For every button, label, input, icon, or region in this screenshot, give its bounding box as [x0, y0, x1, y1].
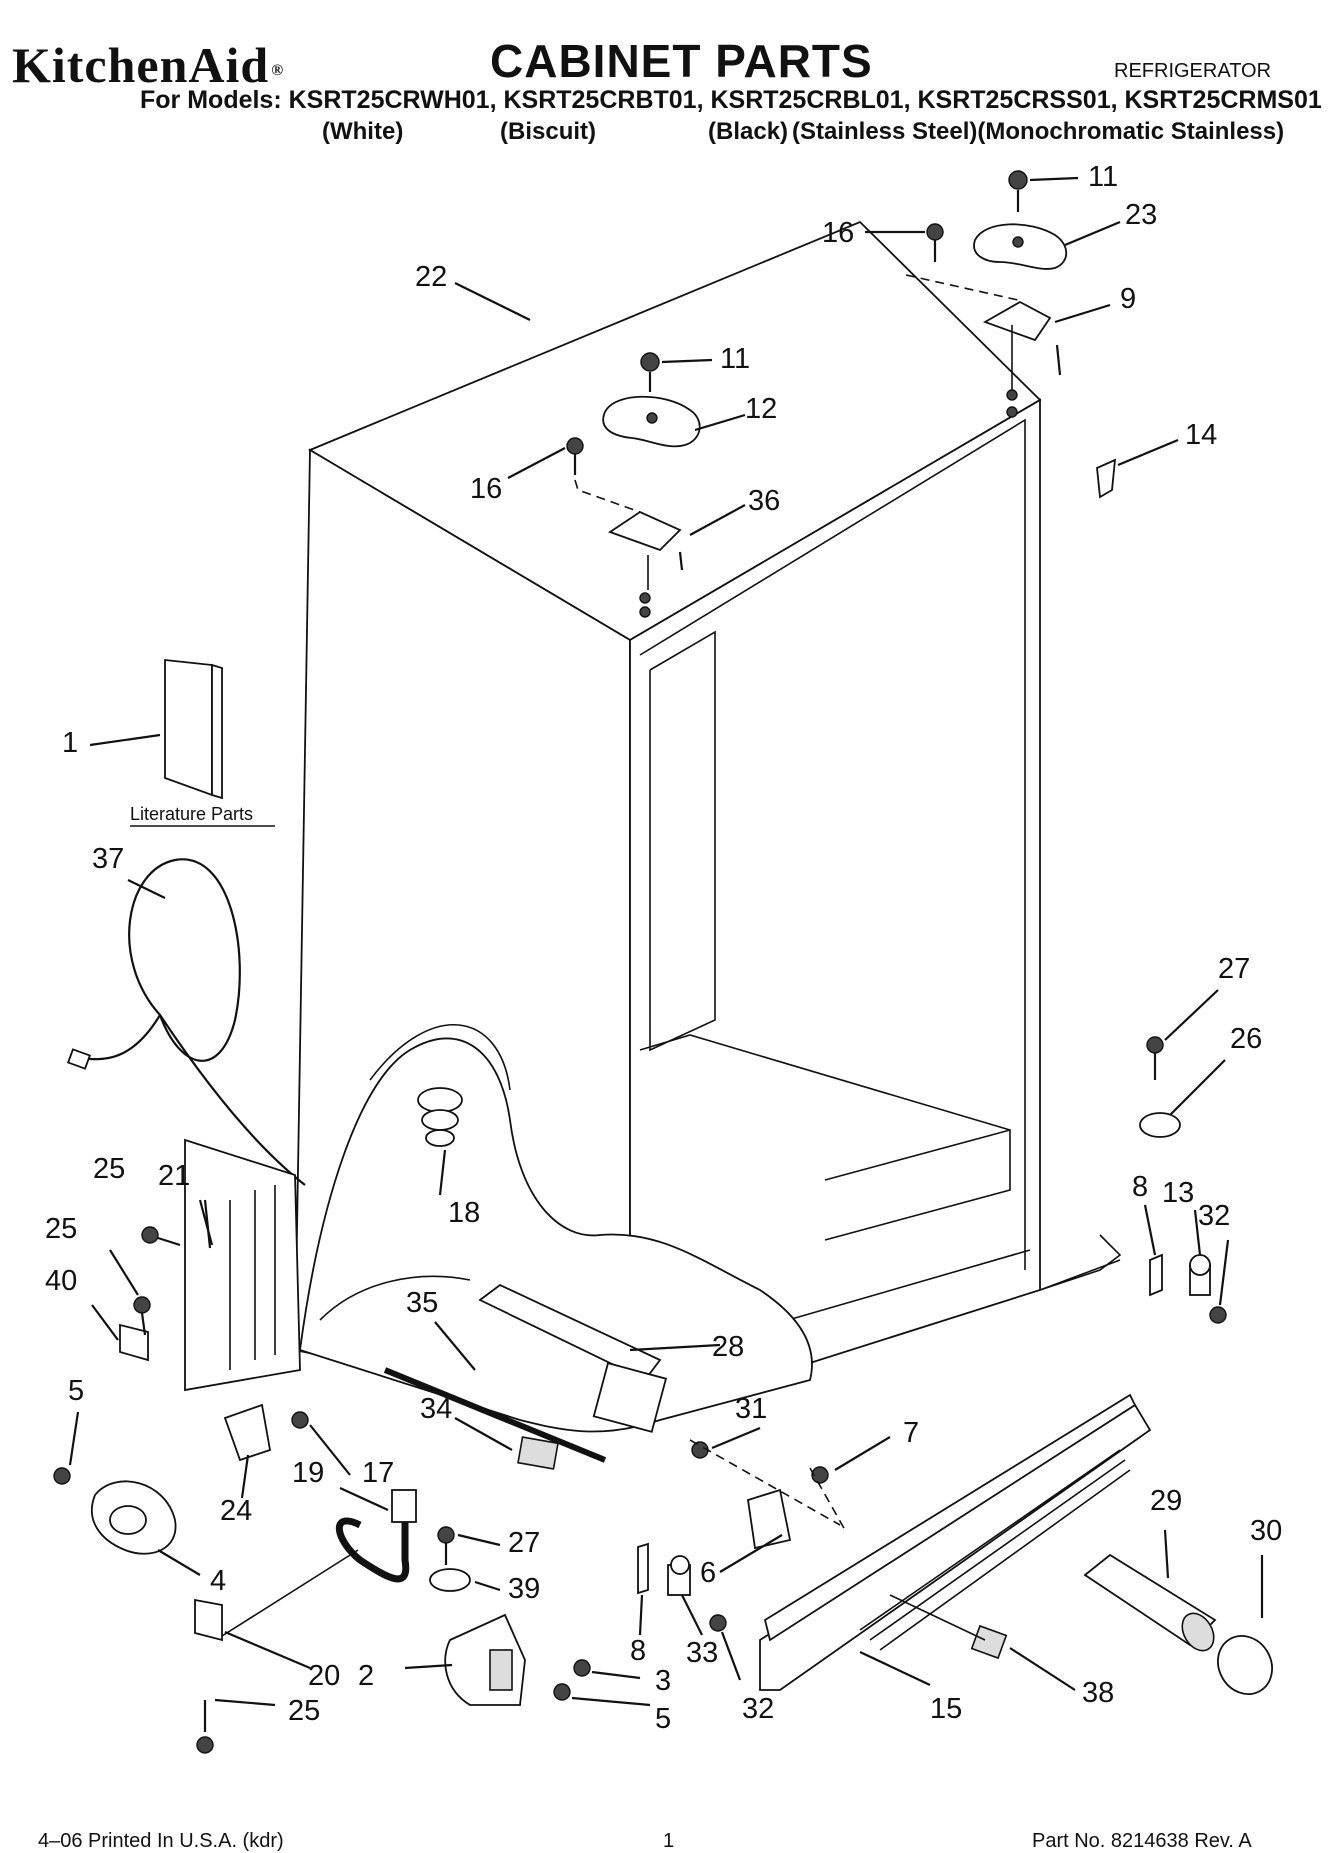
brand-logo: KitchenAid® [12, 36, 284, 94]
callout-16: 16 [822, 217, 854, 249]
callout-24: 24 [220, 1495, 252, 1527]
callout-22: 22 [415, 261, 447, 293]
callout-28: 28 [712, 1331, 744, 1363]
screw-part-32 [709, 1614, 727, 1632]
appliance-type: REFRIGERATOR [1114, 60, 1272, 82]
print-info: 4–06 Printed In U.S.A. (kdr) [38, 1830, 284, 1852]
brand-registered-mark: ® [271, 61, 285, 79]
callout-11: 11 [1088, 161, 1118, 193]
literature-caption: Literature Parts [130, 804, 253, 824]
callout-32: 32 [1198, 1200, 1230, 1232]
callout-15: 15 [930, 1693, 962, 1725]
callout-35: 35 [406, 1287, 438, 1319]
assembly-line-7 [809, 1467, 846, 1531]
valve-tube-19 [335, 1489, 417, 1583]
callout-29: 29 [1150, 1485, 1182, 1517]
callout-37: 37 [92, 843, 124, 875]
callout-labels: 11 23 16 9 22 11 12 14 16 36 1 37 27 26 … [45, 161, 1282, 1735]
assembly-line-31 [689, 1439, 841, 1526]
filter-cap-30 [1217, 1635, 1273, 1695]
block-part-34 [517, 1436, 559, 1470]
water-filter-29 [1083, 1553, 1217, 1652]
callout-32: 32 [742, 1693, 774, 1725]
part-number: Part No. 8214638 Rev. A [1032, 1830, 1252, 1852]
color-biscuit: (Biscuit) [500, 118, 596, 145]
callout-21: 21 [158, 1160, 190, 1192]
bracket-right [1149, 1253, 1227, 1324]
callout-40: 40 [45, 1265, 77, 1297]
callout-27: 27 [508, 1527, 540, 1559]
callout-39: 39 [508, 1573, 540, 1605]
callout-34: 34 [420, 1393, 452, 1425]
literature-parts [164, 658, 223, 800]
callout-8: 8 [630, 1635, 646, 1667]
bracket-part-33 [667, 1555, 691, 1596]
callout-8: 8 [1132, 1171, 1148, 1203]
models-line: For Models: KSRT25CRWH01, KSRT25CRBT01, … [140, 86, 1322, 114]
clamp-part-40 [119, 1323, 149, 1362]
callout-11: 11 [720, 343, 750, 375]
callout-13: 13 [1162, 1177, 1194, 1209]
callout-25: 25 [93, 1153, 125, 1185]
clamp-part-20 [194, 1598, 223, 1642]
page-number: 1 [663, 1830, 675, 1852]
lower-hinge-center [444, 1613, 591, 1706]
callout-5: 5 [655, 1703, 671, 1735]
rod-part-35 [383, 1367, 607, 1463]
callout-25: 25 [288, 1695, 320, 1727]
callout-30: 30 [1250, 1515, 1282, 1547]
leveler-lower [429, 1526, 471, 1592]
color-stainless: (Stainless Steel)(Monochromatic Stainles… [792, 118, 1285, 145]
callout-25: 25 [45, 1213, 77, 1245]
callout-31: 31 [735, 1393, 767, 1425]
callout-6: 6 [700, 1557, 716, 1589]
base-grille-15 [759, 1393, 1152, 1691]
brand-name: KitchenAid [12, 37, 270, 93]
callout-19: 19 [292, 1457, 324, 1489]
callout-23: 23 [1125, 199, 1157, 231]
water-tube [66, 858, 306, 1186]
plug-part-18 [417, 1087, 463, 1147]
callout-18: 18 [448, 1197, 480, 1229]
color-black: (Black) [708, 118, 789, 145]
plug-part-38 [970, 1624, 1008, 1660]
lower-hinge-left [53, 1467, 177, 1555]
callout-3: 3 [655, 1665, 671, 1697]
filter-line-38 [889, 1594, 986, 1641]
callout-16: 16 [470, 473, 502, 505]
screw-part-7 [811, 1466, 829, 1484]
hinge-part-24 [223, 1403, 272, 1462]
clip-part-14 [1096, 458, 1117, 499]
drain-part-28 [478, 1283, 668, 1433]
upper-hinge-right [905, 170, 1068, 418]
callout-26: 26 [1230, 1023, 1262, 1055]
shim-part-8 [637, 1542, 649, 1595]
callout-17: 17 [362, 1457, 394, 1489]
tube-line-20 [221, 1549, 359, 1637]
callout-9: 9 [1120, 283, 1136, 315]
rear-panel-21 [184, 1138, 301, 1392]
page-title: CABINET PARTS [490, 35, 873, 87]
screw-part-17 [291, 1411, 309, 1429]
callout-27: 27 [1218, 953, 1250, 985]
color-white: (White) [322, 118, 404, 145]
callout-5: 5 [68, 1375, 84, 1407]
leveler-right [1139, 1036, 1181, 1138]
screws-25 [133, 1226, 214, 1754]
callout-33: 33 [686, 1637, 718, 1669]
callout-20: 20 [308, 1660, 340, 1692]
callout-36: 36 [748, 485, 780, 517]
callout-12: 12 [745, 393, 777, 425]
bracket-part-6 [746, 1488, 792, 1550]
callout-2: 2 [358, 1660, 374, 1692]
callout-38: 38 [1082, 1677, 1114, 1709]
callout-4: 4 [210, 1565, 226, 1597]
callout-7: 7 [903, 1417, 919, 1449]
screw-part-31 [691, 1441, 709, 1459]
callout-1: 1 [62, 727, 78, 759]
leader-arrows [68, 176, 1264, 1707]
upper-hinge-center [566, 352, 701, 618]
callout-14: 14 [1185, 419, 1217, 451]
